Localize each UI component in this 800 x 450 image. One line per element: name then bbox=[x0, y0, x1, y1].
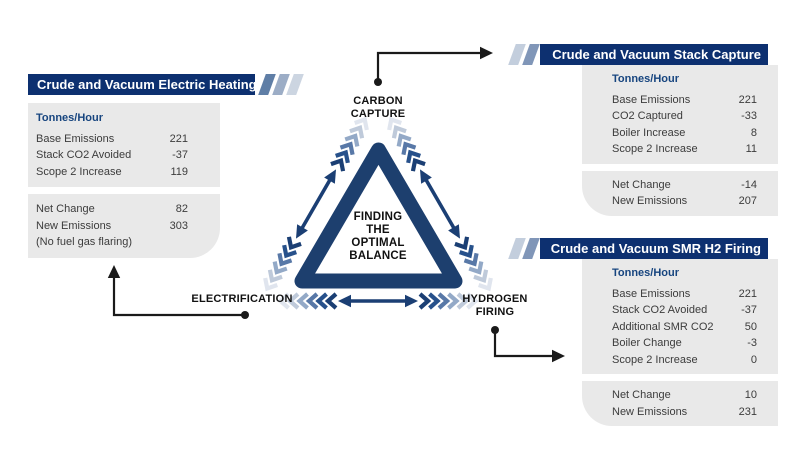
row-value: 11 bbox=[745, 143, 757, 155]
vertex-label-carbon-capture: CARBON CAPTURE bbox=[351, 95, 406, 121]
row-value: -33 bbox=[741, 110, 757, 122]
units-label: Tonnes/Hour bbox=[36, 112, 104, 124]
row-label: Boiler Increase bbox=[612, 126, 686, 139]
row-value: 50 bbox=[744, 320, 757, 333]
chevron-strip-icon bbox=[263, 116, 369, 292]
table-row: Net Change 10 bbox=[612, 387, 757, 404]
chevron-strip-icon bbox=[387, 116, 493, 292]
arrowhead-right-icon bbox=[480, 46, 493, 60]
table-row: Boiler Change -3 bbox=[612, 335, 757, 352]
row-value: 10 bbox=[744, 389, 757, 401]
table-row: Additional SMR CO2 50 bbox=[612, 319, 757, 336]
center-label-line: BALANCE bbox=[349, 250, 407, 262]
row-value: 221 bbox=[738, 287, 757, 300]
panel-stack-capture: Crude and Vacuum Stack Capture Tonnes/Ho… bbox=[508, 44, 778, 216]
row-value: -37 bbox=[172, 149, 188, 161]
header-stripe-icon bbox=[522, 44, 540, 65]
panel-electric-heating: Crude and Vacuum Electric Heating Tonnes… bbox=[28, 74, 304, 258]
row-value: 303 bbox=[169, 219, 188, 232]
row-label: Base Emissions bbox=[612, 287, 691, 300]
data-block: Tonnes/Hour Base Emissions 221 Stack CO2 … bbox=[28, 103, 220, 187]
table-row: Stack CO2 Avoided -37 bbox=[612, 302, 757, 319]
data-block: Tonnes/Hour Base Emissions 221 Stack CO2 … bbox=[582, 259, 778, 374]
row-label: New Emissions bbox=[612, 195, 688, 207]
table-row: Stack CO2 Avoided -37 bbox=[36, 147, 188, 164]
row-label: Net Change bbox=[612, 178, 671, 191]
units-label: Tonnes/Hour bbox=[612, 73, 680, 85]
panel-title: Crude and Vacuum Electric Heating bbox=[28, 74, 257, 95]
center-label-line: OPTIMAL bbox=[351, 237, 405, 249]
row-label: Base Emissions bbox=[36, 132, 115, 145]
connector-carbon-capture bbox=[374, 46, 493, 86]
row-value: -3 bbox=[747, 337, 757, 349]
center-label-line: FINDING bbox=[353, 211, 403, 223]
table-row: New Emissions 207 bbox=[612, 193, 757, 210]
summary-block: Net Change 82 New Emissions 303 (No fuel g… bbox=[28, 194, 220, 258]
table-row: Base Emissions 221 bbox=[612, 286, 757, 303]
vertex-label-line: CAPTURE bbox=[350, 108, 406, 120]
panel-smr-h2-firing: Crude and Vacuum SMR H2 Firing Tonnes/Ho… bbox=[508, 238, 778, 426]
row-value: 82 bbox=[175, 203, 188, 215]
row-value: 221 bbox=[738, 93, 757, 106]
vertex-label-line: ELECTRIFICATION bbox=[191, 293, 293, 305]
row-label: Scope 2 Increase bbox=[36, 165, 122, 178]
row-value: 119 bbox=[170, 165, 188, 178]
vertex-label-line: HYDROGEN bbox=[462, 293, 528, 305]
row-label: Base Emissions bbox=[612, 93, 691, 106]
connector-electrification bbox=[107, 265, 249, 319]
row-label: CO2 Captured bbox=[612, 110, 683, 122]
panel-title: Crude and Vacuum SMR H2 Firing bbox=[540, 238, 768, 259]
row-value: 231 bbox=[738, 405, 757, 418]
table-row: Boiler Increase 8 bbox=[612, 125, 757, 142]
vertex-label-hydrogen-firing: HYDROGEN FIRING bbox=[462, 293, 527, 319]
table-row: Base Emissions 221 bbox=[36, 131, 188, 148]
row-label: Net Change bbox=[612, 389, 671, 401]
panel-header: Crude and Vacuum SMR H2 Firing bbox=[508, 238, 778, 259]
summary-block: Net Change -14 New Emissions 207 bbox=[582, 170, 778, 216]
row-value: 207 bbox=[738, 195, 757, 207]
table-row: New Emissions 303 bbox=[36, 218, 188, 235]
vertex-label-electrification: ELECTRIFICATION bbox=[191, 293, 292, 306]
arrowhead-up-icon bbox=[107, 265, 121, 278]
vertex-label-line: FIRING bbox=[475, 306, 515, 318]
panel-title: Crude and Vacuum Stack Capture bbox=[540, 44, 768, 65]
row-label: New Emissions bbox=[36, 219, 112, 232]
row-label: New Emissions bbox=[612, 405, 688, 418]
vertex-label-line: CARBON bbox=[353, 95, 403, 107]
table-row: Scope 2 Increase 11 bbox=[612, 141, 757, 158]
row-value: 0 bbox=[750, 353, 757, 366]
panel-header: Crude and Vacuum Stack Capture bbox=[508, 44, 778, 65]
row-label: Stack CO2 Avoided bbox=[36, 149, 132, 161]
table-row: Base Emissions 221 bbox=[612, 92, 757, 109]
row-label: Additional SMR CO2 bbox=[612, 320, 714, 333]
connector-hydrogen-firing bbox=[491, 326, 565, 363]
row-label: Scope 2 Increase bbox=[612, 353, 698, 366]
chevron-strip-icon bbox=[277, 292, 479, 310]
center-label-line: THE bbox=[366, 224, 390, 236]
chevron-arrow-strips bbox=[263, 116, 493, 310]
data-block: Tonnes/Hour Base Emissions 221 CO2 Captur… bbox=[582, 65, 778, 164]
row-value: 221 bbox=[169, 132, 188, 145]
table-row: New Emissions 231 bbox=[612, 404, 757, 421]
row-label: Net Change bbox=[36, 203, 95, 215]
units-label: Tonnes/Hour bbox=[612, 267, 680, 279]
table-row: CO2 Captured -33 bbox=[612, 108, 757, 125]
triangle-center-label: FINDING THE OPTIMAL BALANCE bbox=[349, 211, 407, 263]
summary-block: Net Change 10 New Emissions 231 bbox=[582, 381, 778, 426]
balance-triangle bbox=[294, 142, 463, 289]
row-label: Scope 2 Increase bbox=[612, 143, 698, 155]
row-value: -37 bbox=[741, 304, 757, 316]
arrowhead-right-icon bbox=[552, 349, 565, 363]
table-row: Scope 2 Increase 0 bbox=[612, 352, 757, 369]
header-stripe-icon bbox=[522, 238, 540, 259]
panel-header: Crude and Vacuum Electric Heating bbox=[28, 74, 304, 95]
table-row: Net Change 82 bbox=[36, 201, 188, 218]
table-row: Net Change -14 bbox=[612, 177, 757, 194]
footnote: (No fuel gas flaring) bbox=[36, 236, 132, 248]
row-value: 8 bbox=[750, 126, 757, 139]
row-label: Stack CO2 Avoided bbox=[612, 304, 708, 316]
row-value: -14 bbox=[741, 178, 757, 191]
row-label: Boiler Change bbox=[612, 337, 682, 349]
table-row: Scope 2 Increase 119 bbox=[36, 164, 188, 181]
